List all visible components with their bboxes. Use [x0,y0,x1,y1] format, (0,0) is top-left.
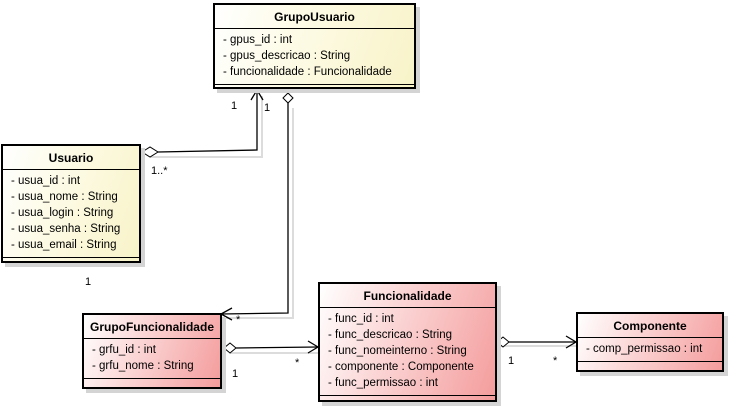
attribute: - usua_login : String [11,207,114,219]
class-attributes: - comp_permissao : int [578,338,722,362]
attribute: - usua_nome : String [11,191,118,203]
multiplicity-label: 1 [508,355,515,367]
class-attributes: - gpus_id : int - gpus_descricao : Strin… [215,29,414,85]
class-grupofuncionalidade[interactable]: GrupoFuncionalidade - grfu_id : int - gr… [82,313,222,389]
class-name: GrupoFuncionalidade [84,315,220,339]
attribute: - comp_permissao : int [586,343,703,355]
class-operations [84,379,220,388]
multiplicity-label: * [553,355,558,367]
class-grupousuario[interactable]: GrupoUsuario - gpus_id : int - gpus_desc… [213,3,416,89]
multiplicity-label: 1 [232,368,239,380]
attribute: - func_permissao : int [328,377,438,389]
attribute: - usua_id : int [11,175,81,187]
attribute: - func_nomeinterno : String [328,345,467,357]
link-grupofuncionalidade-funcionalidade [235,346,319,349]
class-componente[interactable]: Componente - comp_permissao : int [576,312,724,372]
attribute: - func_id : int [328,313,394,325]
class-attributes: - usua_id : int - usua_nome : String - u… [3,170,139,258]
multiplicity-label: 1 [264,102,271,114]
class-funcionalidade[interactable]: Funcionalidade - func_id : int - func_de… [318,282,497,402]
class-name: Componente [578,314,722,338]
class-operations [215,85,414,94]
class-operations [3,258,139,267]
class-operations [320,396,495,405]
link-usuario-grupousuario [157,90,258,153]
class-attributes: - func_id : int - func_descricao : Strin… [320,308,495,396]
class-operations [578,362,722,371]
aggregation-diamond-grupousuario [282,92,294,104]
class-name: Usuario [3,146,139,170]
class-name: GrupoUsuario [215,5,414,29]
aggregation-diamond-usuario [141,146,159,158]
attribute: - grfu_nome : String [92,360,194,372]
attribute: - gpus_id : int [223,34,293,46]
aggregation-diamond-grupofuncionalidade [223,342,237,354]
attribute: - usua_senha : String [11,223,121,235]
link-grupousuario-grupofuncionalidade [220,103,289,315]
class-attributes: - grfu_id : int - grfu_nome : String [84,339,220,379]
multiplicity-label: 1 [85,276,92,288]
multiplicity-label: 1 [231,100,238,112]
arrowhead-grupousuario [250,88,264,101]
class-usuario[interactable]: Usuario - usua_id : int - usua_nome : St… [1,144,141,263]
attribute: - gpus_descricao : String [223,50,351,62]
multiplicity-label: * [236,314,241,326]
class-name: Funcionalidade [320,284,495,308]
multiplicity-label: 1..* [151,165,168,177]
multiplicity-label: * [295,357,300,369]
attribute: - func_descricao : String [328,329,453,341]
attribute: - grfu_id : int [92,344,156,356]
attribute: - funcionalidade : Funcionalidade [223,66,392,78]
attribute: - componente : Componente [328,361,474,373]
attribute: - usua_email : String [11,239,117,251]
